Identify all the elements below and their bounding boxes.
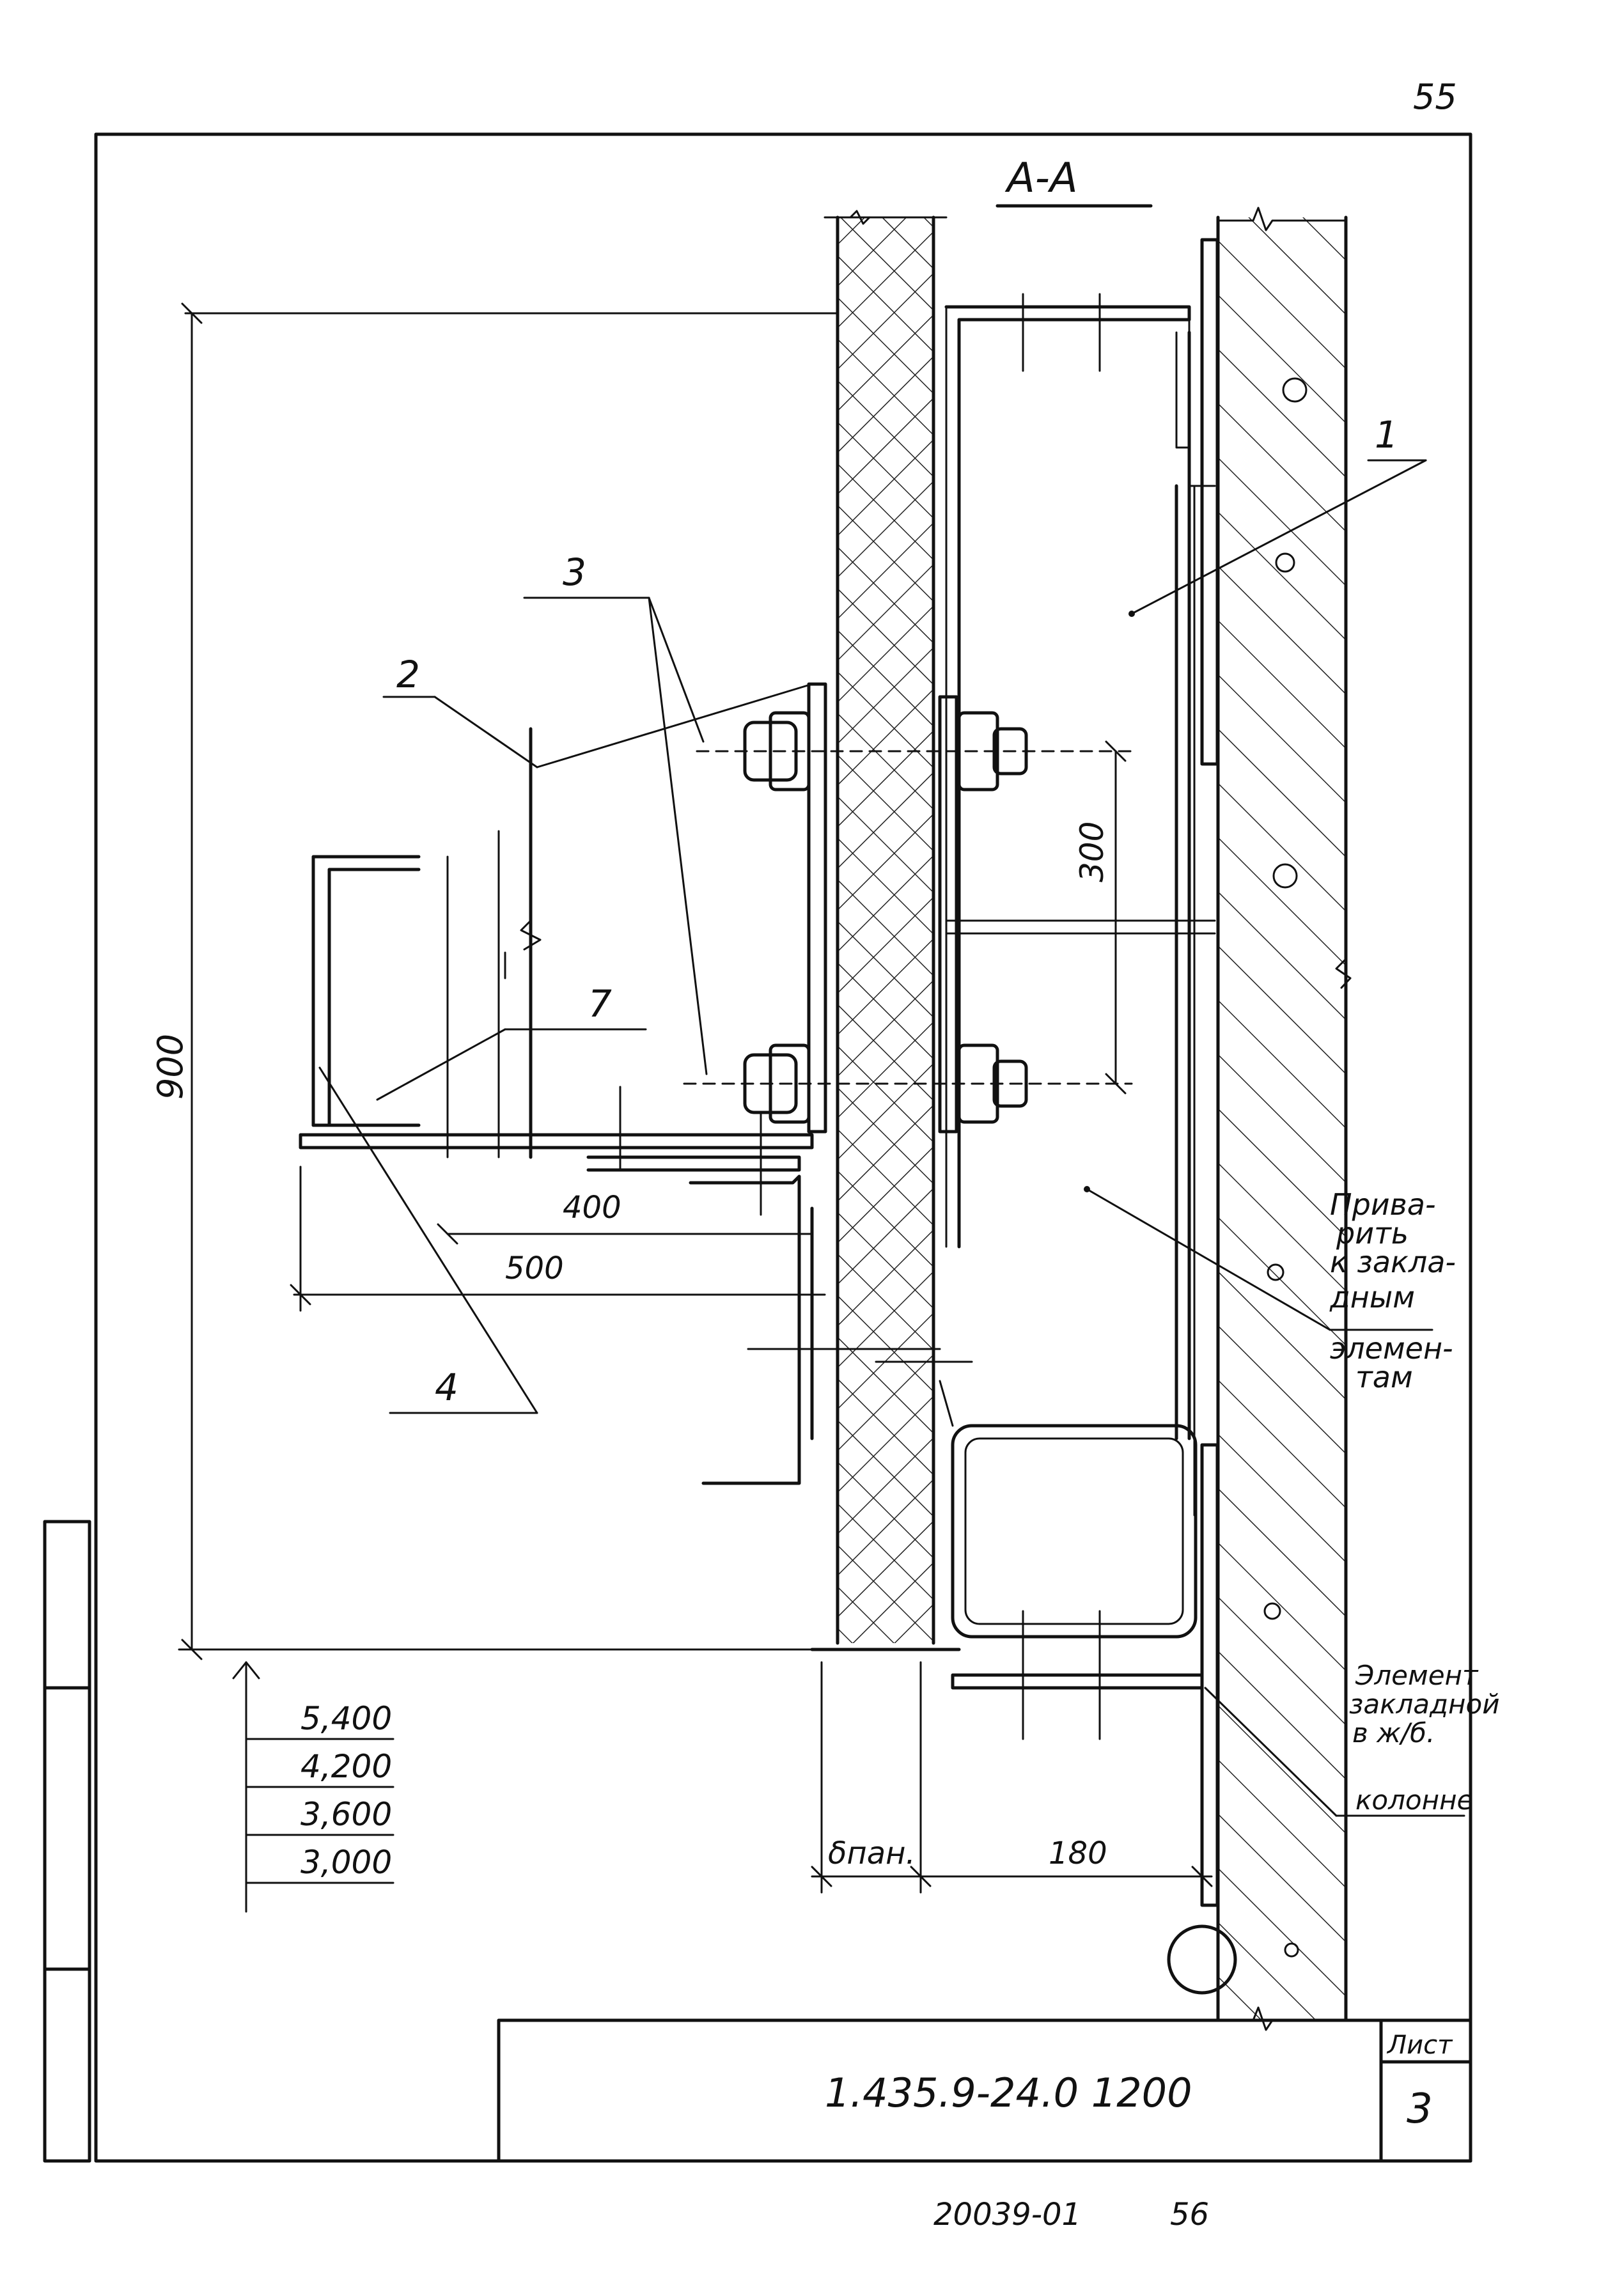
bolt-upper bbox=[696, 711, 1133, 791]
svg-text:180: 180 bbox=[1049, 1836, 1107, 1871]
dimension-300: 300 bbox=[1074, 740, 1127, 1095]
svg-text:400: 400 bbox=[563, 1190, 621, 1226]
callout-2: 2 bbox=[382, 653, 813, 768]
weld-note: Прива- рить к закла- дным элемен- там bbox=[1084, 1186, 1456, 1394]
title-block: 1.435.9-24.0 1200 Лист 3 bbox=[497, 2018, 1472, 2163]
svg-text:3,000: 3,000 bbox=[301, 1844, 392, 1881]
svg-text:закладной: закладной bbox=[1349, 1688, 1500, 1720]
support-post bbox=[945, 331, 1216, 1440]
sheet-designation: 1.435.9-24.0 1200 bbox=[825, 2070, 1192, 2116]
svg-text:4,200: 4,200 bbox=[301, 1748, 392, 1785]
svg-text:3: 3 bbox=[563, 550, 586, 594]
svg-text:Прива-: Прива- bbox=[1330, 1187, 1436, 1222]
embedded-plates bbox=[1193, 238, 1219, 1907]
axis-bubble bbox=[1167, 1924, 1237, 1995]
dimension-panel-180: δпан. 180 bbox=[811, 1661, 1213, 1900]
bolt-lower bbox=[683, 1043, 1133, 1124]
svg-text:3,600: 3,600 bbox=[301, 1796, 392, 1833]
svg-text:900: 900 bbox=[150, 1034, 191, 1100]
callout-7: 7 bbox=[376, 982, 647, 1101]
sheet-label: Лист bbox=[1386, 2031, 1453, 2060]
svg-text:дным: дным bbox=[1329, 1280, 1415, 1314]
svg-text:500: 500 bbox=[505, 1251, 564, 1286]
svg-text:колонне: колонне bbox=[1355, 1784, 1473, 1816]
svg-text:7: 7 bbox=[588, 982, 612, 1025]
svg-text:4: 4 bbox=[435, 1366, 458, 1409]
svg-text:1: 1 bbox=[1375, 413, 1398, 456]
svg-text:в ж/б.: в ж/б. bbox=[1352, 1717, 1435, 1749]
svg-text:рить: рить bbox=[1336, 1216, 1409, 1251]
svg-text:А-А: А-А bbox=[1004, 155, 1078, 202]
callout-4: 4 bbox=[318, 1066, 538, 1414]
upper-channel bbox=[944, 293, 1191, 1249]
sheet-number: 3 bbox=[1407, 2086, 1433, 2133]
dimension-900: 900 bbox=[150, 302, 839, 1660]
svg-text:56: 56 bbox=[1170, 2197, 1209, 2233]
svg-text:2: 2 bbox=[396, 653, 420, 696]
bolt-plates bbox=[807, 682, 958, 1134]
callout-3: 3 bbox=[523, 550, 708, 1075]
marks-table: 5,400 4,200 3,600 3,000 bbox=[232, 1661, 394, 1913]
bottom-stamp: 20039-01 56 bbox=[933, 2197, 1209, 2233]
page-number: 55 bbox=[1413, 77, 1457, 117]
dimension-400: 400 bbox=[437, 1190, 813, 1245]
bracket-console bbox=[299, 727, 973, 1485]
svg-text:элемен-: элемен- bbox=[1330, 1331, 1453, 1366]
svg-text:20039-01: 20039-01 bbox=[933, 2197, 1081, 2233]
concrete-column bbox=[1216, 207, 1352, 2031]
svg-text:5,400: 5,400 bbox=[301, 1700, 392, 1737]
section-title: А-А bbox=[995, 155, 1153, 208]
callout-1: 1 bbox=[1128, 413, 1427, 617]
svg-text:Элемент: Элемент bbox=[1355, 1660, 1479, 1691]
dimension-500: 500 bbox=[290, 1166, 826, 1312]
svg-text:к закла-: к закла- bbox=[1330, 1245, 1456, 1279]
sandwich-panel bbox=[810, 210, 961, 1651]
embedded-element-note: Элемент закладной в ж/б. колонне bbox=[1204, 1660, 1500, 1817]
svg-text:300: 300 bbox=[1074, 822, 1111, 882]
svg-text:там: там bbox=[1355, 1360, 1413, 1394]
svg-text:δпан.: δпан. bbox=[828, 1836, 916, 1871]
lower-box-profile bbox=[939, 1380, 1204, 1740]
